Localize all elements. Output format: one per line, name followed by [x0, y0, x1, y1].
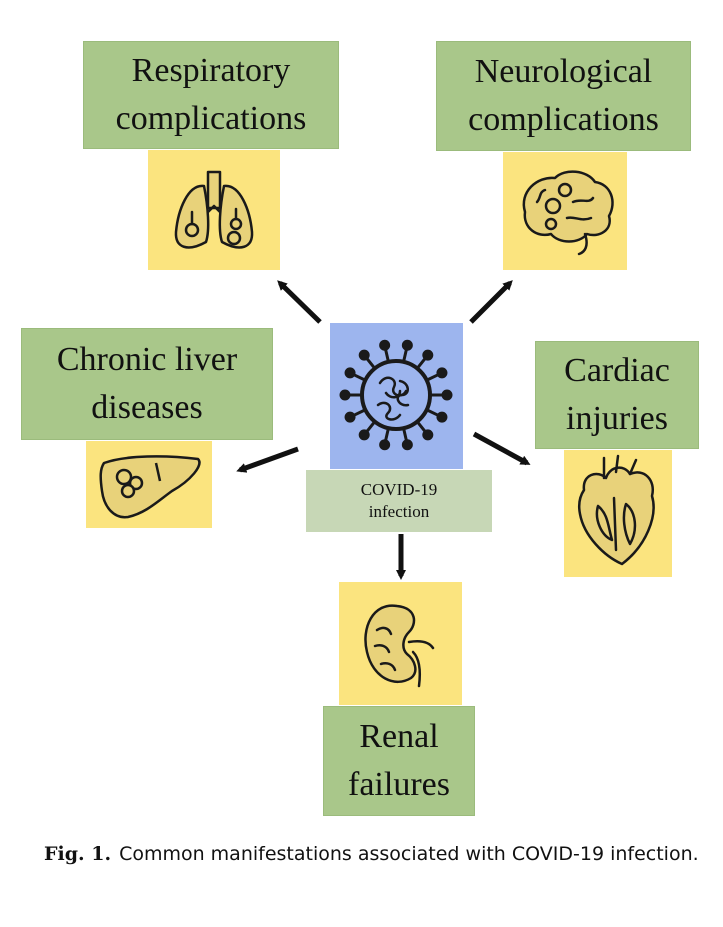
arrow-to-neurological — [469, 280, 513, 324]
arrow-to-cardiac — [472, 431, 531, 466]
liver-label-line1: Chronic liver — [56, 341, 238, 378]
liver-label-box: Chronic liver diseases — [21, 328, 273, 440]
respiratory-icon-box — [148, 150, 280, 270]
kidney-icon — [364, 604, 435, 688]
neurological-label-line1: Neurological — [474, 53, 653, 90]
renal-icon-box — [339, 582, 462, 705]
neurological-label-box: Neurological complications — [436, 41, 691, 151]
center-virus-box — [330, 323, 463, 469]
respiratory-label-box: Respiratory complications — [83, 41, 339, 149]
liver-icon-box — [86, 441, 212, 528]
renal-label-line1: Renal — [359, 718, 439, 755]
lungs-icon — [174, 170, 254, 249]
cardiac-label-line1: Cardiac — [564, 352, 670, 389]
cardiac-label-box: Cardiac injuries — [535, 341, 699, 449]
liver-icon — [99, 455, 201, 519]
arrow-to-liver — [236, 446, 299, 473]
center-label-line1: COVID-19 — [360, 480, 438, 499]
figure-caption-text: Common manifestations associated with CO… — [119, 843, 699, 865]
figure-caption-label: Fig. 1. — [44, 843, 112, 865]
renal-label-line2: failures — [348, 766, 450, 803]
respiratory-label-line2: complications — [115, 100, 307, 137]
heart-icon — [577, 454, 655, 566]
brain-icon — [522, 170, 614, 256]
respiratory-label-line1: Respiratory — [131, 52, 291, 89]
center-label-box: COVID-19 infection — [306, 470, 492, 532]
neurological-icon-box — [503, 152, 627, 270]
cardiac-icon-box — [564, 450, 672, 577]
figure-caption: Fig. 1. Common manifestations associated … — [44, 843, 704, 865]
virus-icon — [339, 339, 453, 451]
renal-label-box: Renal failures — [323, 706, 475, 816]
liver-label-line2: diseases — [91, 389, 203, 426]
neurological-label-line2: complications — [468, 101, 659, 138]
cardiac-label-line2: injuries — [566, 400, 668, 437]
arrow-to-respiratory — [277, 280, 322, 324]
center-label-line2: infection — [368, 502, 430, 521]
